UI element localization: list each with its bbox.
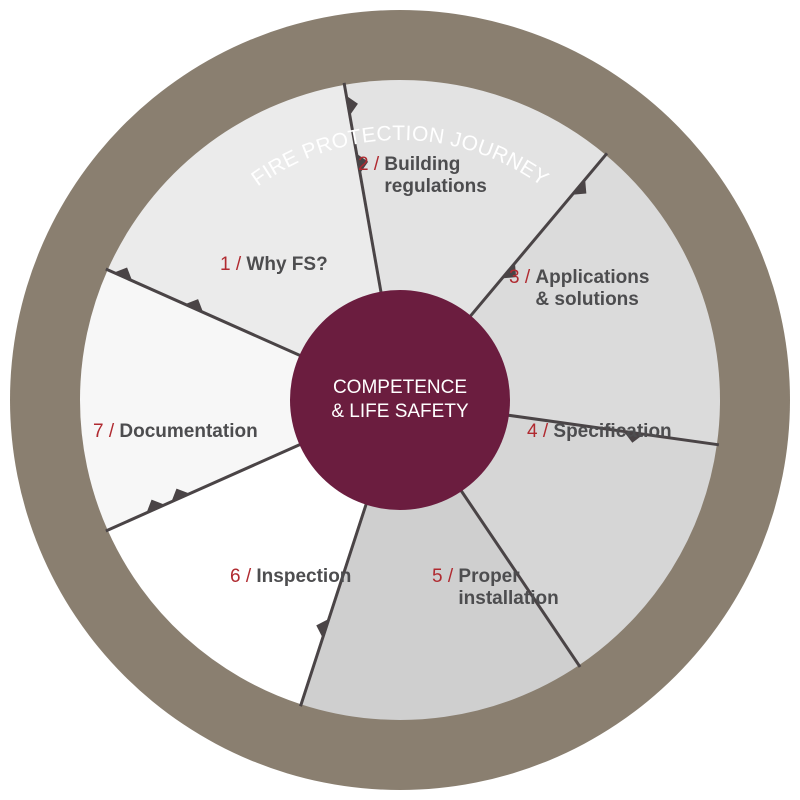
divider-line — [105, 267, 304, 359]
divider-lines — [105, 82, 720, 707]
arrow-marker — [346, 95, 358, 116]
segment-label-1: 1 / Why FS? — [220, 254, 328, 275]
center-circle — [290, 290, 510, 510]
segment-2 — [79, 269, 400, 531]
divider-line — [105, 441, 304, 533]
divider-line — [504, 413, 720, 447]
arrow-marker — [316, 618, 329, 638]
arrow-marker — [184, 299, 204, 313]
center-title-line-2: & LIFE SAFETY — [331, 401, 469, 422]
segment-label-4: 4 / Specification — [527, 421, 672, 442]
segment-label-line: installation — [458, 588, 558, 609]
divider-line — [299, 500, 369, 707]
segment-label-line: & solutions — [535, 289, 638, 310]
segment-number: 5 / — [432, 566, 458, 587]
segment-number: 3 / — [509, 267, 535, 288]
segment-label-5: 5 / Proper — [432, 566, 520, 587]
segment-label-line: Applications — [535, 267, 649, 288]
arrow-marker — [113, 267, 133, 281]
segment-label-line: Proper — [458, 566, 520, 587]
segment-label-line: Specification — [553, 421, 671, 442]
segment-label-line: Why FS? — [246, 254, 327, 275]
segment-label-line: regulations — [384, 176, 486, 197]
arrow-marker — [572, 179, 587, 195]
arrow-marker — [623, 431, 644, 443]
arrow-marker — [502, 263, 517, 279]
segment-number: 2 / — [358, 154, 384, 175]
segment-number: 4 / — [527, 421, 553, 442]
segment-label-6: 6 / Inspection — [230, 566, 351, 587]
segment-number: 6 / — [230, 566, 256, 587]
segment-label-line: Building — [384, 154, 460, 175]
segment-label-2: 2 / Building — [358, 154, 460, 175]
arrow-marker — [356, 153, 369, 174]
direction-arrows — [113, 95, 644, 638]
center-title-line-1: COMPETENCE — [333, 377, 467, 398]
divider-line — [342, 82, 384, 296]
divider-line — [458, 487, 582, 668]
arrow-marker — [171, 488, 190, 502]
segment-label-line: Documentation — [119, 421, 257, 442]
segment-number: 7 / — [93, 421, 119, 442]
segment-label-3: 3 / Applications — [509, 267, 649, 288]
segment-label-7: 7 / Documentation — [93, 421, 258, 442]
arrow-marker — [146, 499, 165, 513]
segment-number: 1 / — [220, 254, 246, 275]
segment-label-line: Inspection — [256, 566, 351, 587]
segment-7 — [301, 400, 579, 720]
